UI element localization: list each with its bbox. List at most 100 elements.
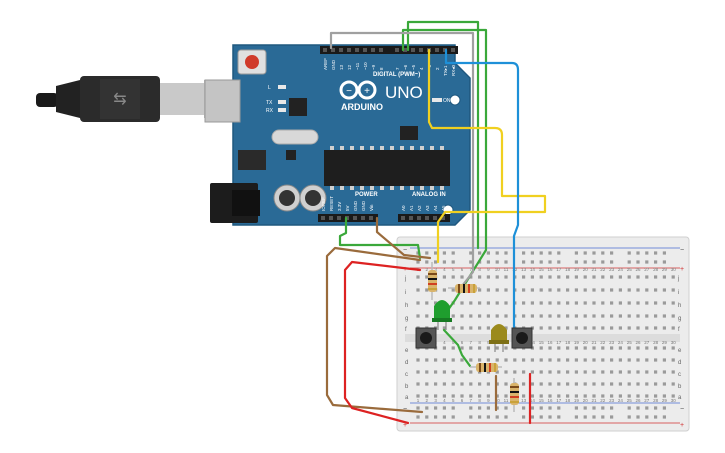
- column-number: 7: [470, 267, 473, 272]
- wire-brown-gnd[interactable]: [375, 216, 432, 260]
- column-number: 16: [547, 340, 553, 345]
- svg-text:AREF: AREF: [323, 58, 328, 70]
- column-number: 8: [478, 398, 481, 403]
- svg-text:~10: ~10: [363, 62, 368, 70]
- svg-text:~11: ~11: [355, 62, 360, 70]
- top-power-rail[interactable]: − + − +: [403, 247, 684, 273]
- column-number: 11: [504, 398, 509, 403]
- resistor-4[interactable]: [510, 378, 519, 412]
- column-number: 19: [574, 340, 580, 345]
- svg-text:h: h: [405, 303, 408, 309]
- svg-text:g: g: [405, 316, 408, 322]
- column-number: 19: [574, 267, 580, 272]
- svg-text:RX: RX: [266, 108, 274, 114]
- usb-port: [204, 79, 241, 123]
- column-number: 29: [662, 340, 668, 345]
- svg-text:−: −: [680, 247, 684, 254]
- wire-yellow[interactable]: [427, 48, 547, 264]
- svg-text:A0: A0: [401, 205, 406, 211]
- column-number: 30: [671, 398, 677, 403]
- column-number: 5: [452, 340, 455, 345]
- column-number: 18: [565, 340, 571, 345]
- svg-text:−: −: [403, 406, 407, 413]
- column-number: 20: [583, 267, 589, 272]
- power-header[interactable]: IOREF RESET 3.3V 5V GND GND Vin POWER: [318, 192, 378, 222]
- column-number: 22: [600, 267, 606, 272]
- column-number: 30: [671, 340, 677, 345]
- column-number: 27: [644, 267, 650, 272]
- pushbutton-2[interactable]: [511, 327, 533, 349]
- column-number: 21: [591, 340, 597, 345]
- svg-text:−: −: [403, 247, 407, 254]
- column-number: 10: [495, 398, 501, 403]
- column-number: 24: [618, 398, 624, 403]
- wire-red-loop[interactable]: [343, 260, 422, 425]
- column-number: 13: [521, 267, 527, 272]
- arduino-uno-board[interactable]: − + ARDUINO UNO L TX RX ON AREF GND 13: [204, 44, 471, 226]
- column-number: 25: [627, 267, 633, 272]
- wire-green-top[interactable]: [406, 20, 480, 250]
- svg-text:j: j: [404, 276, 406, 282]
- usb-cable[interactable]: ⇆: [36, 76, 234, 122]
- analog-header[interactable]: A0 A1 A2 A3 A4 A5 ANALOG IN: [398, 192, 450, 222]
- svg-text:A1: A1: [409, 205, 414, 211]
- pushbutton-1[interactable]: [415, 327, 437, 349]
- analog-header-label: ANALOG IN: [412, 192, 446, 198]
- svg-text:+: +: [364, 86, 370, 97]
- svg-text:i: i: [405, 290, 406, 296]
- svg-text:A3: A3: [425, 205, 430, 211]
- column-number: 28: [653, 340, 659, 345]
- column-numbers: 1112223334445556667778889991010101111111…: [417, 267, 676, 403]
- wire-gray[interactable]: [329, 31, 475, 288]
- column-number: 16: [547, 398, 553, 403]
- wire-blue[interactable]: [444, 48, 520, 342]
- arduino-logo: − + ARDUINO UNO: [339, 80, 423, 112]
- column-number: 15: [539, 340, 545, 345]
- reset-button[interactable]: [237, 49, 267, 75]
- model-label: UNO: [385, 83, 423, 102]
- svg-text:ON: ON: [443, 98, 451, 104]
- svg-text:f: f: [405, 327, 407, 333]
- svg-text:~9: ~9: [371, 64, 376, 70]
- svg-text:a: a: [678, 395, 682, 401]
- svg-text:d: d: [405, 360, 408, 366]
- svg-text:GND: GND: [331, 59, 336, 70]
- column-number: 16: [547, 267, 553, 272]
- svg-text:+: +: [680, 266, 684, 273]
- column-number: 19: [574, 398, 580, 403]
- column-number: 8: [478, 267, 481, 272]
- breadboard-holes[interactable]: [416, 251, 675, 419]
- column-number: 17: [556, 398, 562, 403]
- row-letters: j i h g f e d c b a j i h g f e d c b a: [404, 276, 682, 401]
- resistor-3[interactable]: [470, 363, 502, 372]
- column-number: 3: [434, 267, 437, 272]
- resistor-2[interactable]: [448, 284, 480, 293]
- column-number: 28: [653, 398, 659, 403]
- column-number: 29: [662, 267, 668, 272]
- column-number: 14: [530, 398, 536, 403]
- svg-text:i: i: [678, 290, 679, 296]
- column-number: 6: [461, 267, 464, 272]
- column-number: 4: [443, 267, 446, 272]
- led-yellow[interactable]: [489, 324, 509, 352]
- dc-power-jack: [210, 183, 260, 223]
- column-number: 2: [426, 398, 429, 403]
- wire-green-led[interactable]: [442, 328, 472, 368]
- bottom-power-rail[interactable]: − + − +: [403, 402, 684, 429]
- svg-text:TX▸1: TX▸1: [443, 65, 448, 76]
- column-number: 18: [565, 398, 571, 403]
- column-number: 15: [539, 267, 545, 272]
- led-green[interactable]: [432, 300, 452, 330]
- svg-text:13: 13: [339, 64, 344, 70]
- brand-label: ARDUINO: [341, 102, 383, 112]
- svg-text:j: j: [677, 276, 679, 282]
- wire-brown-loop[interactable]: [325, 246, 424, 414]
- resistor-1[interactable]: [428, 262, 437, 300]
- breadboard[interactable]: − + − + − + − + j i h g f e d c b: [396, 236, 690, 432]
- svg-text:7: 7: [395, 67, 400, 70]
- wire-green-power[interactable]: [338, 216, 422, 260]
- column-number: 2: [426, 267, 429, 272]
- column-number: 9: [487, 340, 490, 345]
- column-number: 7: [470, 340, 473, 345]
- svg-text:A4: A4: [433, 205, 438, 211]
